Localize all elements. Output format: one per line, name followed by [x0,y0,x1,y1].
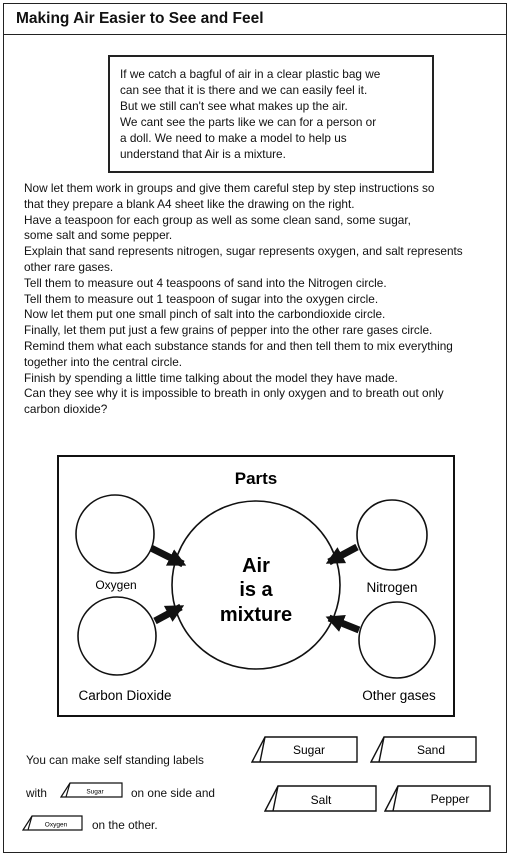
center-label-is-a: is a [239,579,273,601]
instruction-line: carbon dioxide? [24,402,108,417]
example-tent-oxygen: Oxygen [22,814,84,832]
intro-box: If we catch a bagful of air in a clear p… [108,55,434,173]
oxygen-label: Oxygen [95,578,136,592]
example-tent-sugar-text: Sugar [86,789,104,796]
intro-line: can see that it is there and we can easi… [120,83,368,97]
arrow-other-gases [325,614,361,634]
instruction-line: Remind them what each substance stands f… [24,338,453,353]
instruction-line: Tell them to measure out 4 teaspoons of … [24,275,387,290]
tent-label-pepper: Pepper [384,784,492,814]
arrow-oxygen [149,544,187,568]
example-tent-sugar: Sugar [60,781,124,799]
labels-note-line1: You can make self standing labels [26,753,204,767]
air-mixture-diagram: Parts Air is a mixture Oxygen Nitrogen C… [57,455,455,717]
intro-line: If we catch a bagful of air in a clear p… [120,67,381,81]
instruction-line: Now let them put one small pinch of salt… [24,307,386,322]
arrow-carbon-dioxide [153,603,185,625]
nitrogen-circle [356,499,428,571]
page-title: Making Air Easier to See and Feel [16,10,264,27]
instruction-line: that they prepare a blank A4 sheet like … [24,196,355,211]
central-circle [171,500,341,670]
instruction-line: Can they see why it is impossible to bre… [24,386,444,401]
nitrogen-label: Nitrogen [366,580,417,595]
instruction-line: other rare gases. [24,259,114,274]
intro-line: But we still can't see what makes up the… [120,99,348,113]
tent-label-pepper-text: Pepper [431,792,470,806]
page-frame [3,3,507,853]
carbon-dioxide-label: Carbon Dioxide [78,688,171,703]
tent-label-salt-text: Salt [311,793,332,807]
tent-label-salt: Salt [264,784,378,814]
tent-label-sugar: Sugar [251,735,359,765]
oxygen-circle [75,494,155,574]
intro-line: a doll. We need to make a model to help … [120,131,347,145]
intro-line: understand that Air is a mixture. [120,147,286,161]
other-gases-circle [358,601,436,679]
instruction-line: Have a teaspoon for each group as well a… [24,212,411,227]
instruction-line: Now let them work in groups and give the… [24,181,435,195]
labels-note-with: with [26,786,47,800]
tent-label-sand: Sand [370,735,478,765]
instructions: Now let them work in groups and give the… [24,181,504,418]
instruction-line: Explain that sand represents nitrogen, s… [24,244,463,259]
instruction-line: Finally, let them put just a few grains … [24,323,433,338]
carbon-dioxide-circle [77,596,157,676]
instruction-line: together into the central circle. [24,354,183,369]
instruction-line: Tell them to measure out 1 teaspoon of s… [24,291,379,306]
example-tent-oxygen-text: Oxygen [45,822,68,829]
title-divider [3,34,507,35]
instruction-line: Finish by spending a little time talking… [24,370,398,385]
diagram-border [57,455,455,717]
labels-note-other-side: on the other. [92,818,158,832]
tent-label-sugar-text: Sugar [293,743,325,757]
center-label-mixture: mixture [220,604,292,626]
other-gases-label: Other gases [362,688,436,703]
tent-label-sand-text: Sand [417,743,445,757]
arrow-nitrogen [325,543,359,566]
labels-note-one-side: on one side and [131,786,215,800]
intro-line: We cant see the parts like we can for a … [120,115,377,129]
diagram-title: Parts [235,469,278,488]
center-label-air: Air [242,555,270,577]
instruction-line: some salt and some pepper. [24,228,173,243]
